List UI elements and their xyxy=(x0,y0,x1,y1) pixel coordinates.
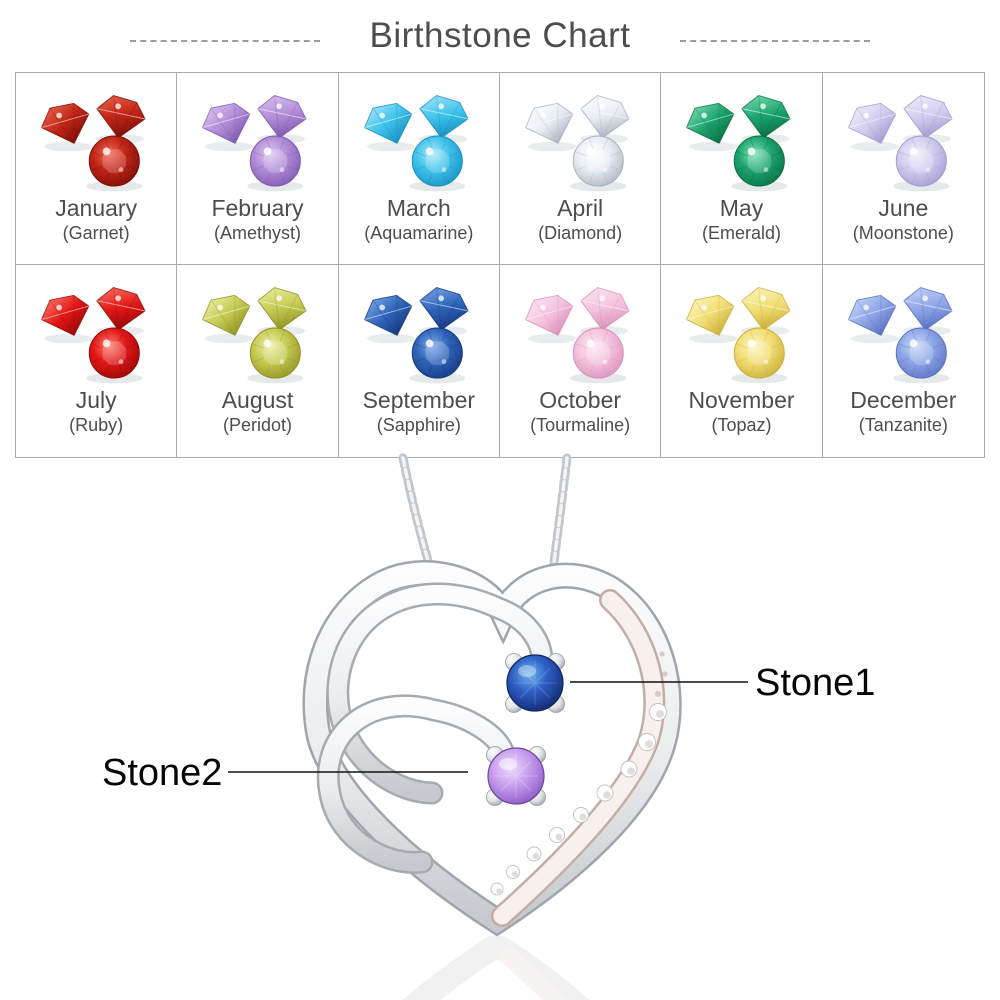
stone-name-label: (Ruby) xyxy=(69,415,124,435)
birthstone-cell-march: March (Aquamarine) xyxy=(338,73,500,265)
stone-name-label: (Peridot) xyxy=(222,415,292,435)
month-label: October xyxy=(539,387,622,413)
gem-photo-september xyxy=(341,270,497,386)
page-title: Birthstone Chart xyxy=(369,16,631,55)
stone-name-label: (Sapphire) xyxy=(376,415,461,435)
stone-name-label: (Moonstone) xyxy=(852,223,954,243)
gem-photo-october xyxy=(502,270,658,386)
stone-name-label: (Tanzanite) xyxy=(858,415,948,435)
gem-photo-january xyxy=(18,78,174,194)
month-label: May xyxy=(719,195,764,221)
gem-photo-may xyxy=(663,78,819,194)
birthstone-cell-october: October (Tourmaline) xyxy=(500,265,662,457)
stone-name-label: (Topaz) xyxy=(711,415,772,435)
stone-name-label: (Diamond) xyxy=(538,223,623,243)
stone-name-label: (Garnet) xyxy=(62,223,130,243)
gem-photo-february xyxy=(179,78,335,194)
month-label: January xyxy=(55,195,138,221)
month-label: September xyxy=(362,387,476,413)
birthstone-cell-april: April (Diamond) xyxy=(499,73,662,265)
month-label: November xyxy=(688,387,795,413)
gem-photo-november xyxy=(663,270,819,386)
month-label: December xyxy=(850,387,957,413)
birthstone-cell-september: September (Sapphire) xyxy=(339,265,500,457)
gem-photo-august xyxy=(179,270,335,386)
gem-photo-july xyxy=(18,270,174,386)
gem-photo-march xyxy=(341,78,497,194)
stone2-label: Stone2 xyxy=(102,752,222,794)
stone-name-label: (Tourmaline) xyxy=(530,415,631,435)
month-label: March xyxy=(386,195,451,221)
birthstone-cell-december: December (Tanzanite) xyxy=(823,265,984,457)
stone-name-label: (Amethyst) xyxy=(213,223,301,243)
month-label: February xyxy=(211,195,304,221)
birthstone-cell-february: February (Amethyst) xyxy=(177,73,339,265)
birthstone-cell-august: August (Peridot) xyxy=(177,265,339,457)
month-label: April xyxy=(557,195,604,221)
birthstone-cell-june: June (Moonstone) xyxy=(822,73,984,265)
title-dash-right xyxy=(680,40,871,42)
pendant-photo: Stone1 Stone2 xyxy=(0,440,1000,1000)
gem-photo-december xyxy=(825,270,981,386)
gem-photo-june xyxy=(825,78,981,194)
stone2-gem xyxy=(486,746,546,806)
month-label: July xyxy=(75,387,117,413)
birthstone-cell-january: January (Garnet) xyxy=(16,73,178,265)
stone1-label: Stone1 xyxy=(755,662,875,704)
month-label: August xyxy=(221,387,294,413)
month-label: June xyxy=(878,195,929,221)
birthstone-cell-july: July (Ruby) xyxy=(16,265,178,457)
gem-photo-april xyxy=(502,78,658,194)
birthstone-cell-may: May (Emerald) xyxy=(661,73,823,265)
pendant-reflection xyxy=(315,945,668,1000)
stone1-gem xyxy=(505,653,565,713)
birthstone-cell-november: November (Topaz) xyxy=(661,265,823,457)
stone-name-label: (Aquamarine) xyxy=(364,223,474,243)
accent-stones xyxy=(490,651,668,896)
birthstone-table: January (Garnet) February (Amethyst) Mar… xyxy=(15,72,985,458)
stone-name-label: (Emerald) xyxy=(701,223,781,243)
title-bar: Birthstone Chart xyxy=(0,12,1000,60)
title-dash-left xyxy=(129,40,320,42)
